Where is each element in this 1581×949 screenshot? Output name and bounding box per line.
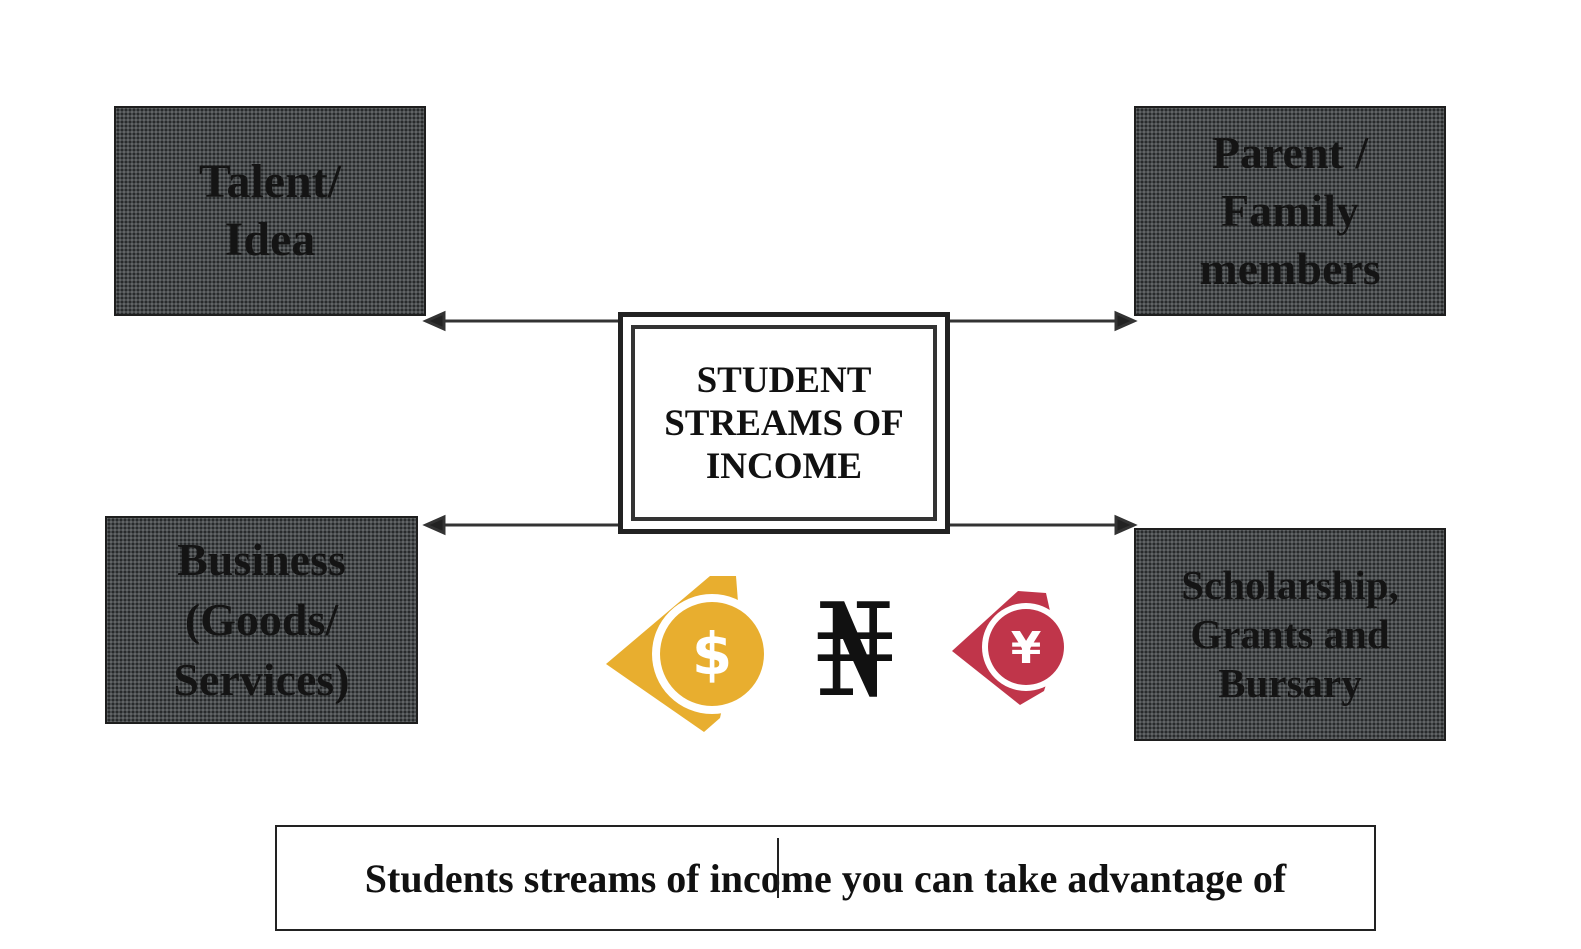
node-talent-idea: Talent/ Idea — [114, 106, 426, 316]
yen-glyph: ¥ — [1011, 623, 1042, 674]
node-scholarship: Scholarship, Grants and Bursary — [1134, 528, 1446, 741]
node-label-line: members — [1199, 243, 1381, 294]
dollar-glyph: $ — [692, 620, 732, 688]
node-label-line: Parent / — [1211, 127, 1369, 178]
node-label-line: Family — [1221, 185, 1359, 236]
dollar-coin-icon: $ — [606, 576, 770, 732]
caption-box: Students streams of income you can take … — [275, 825, 1376, 931]
node-label-line: (Goods/ — [184, 594, 339, 645]
center-label-line: STUDENT — [696, 359, 872, 401]
node-label-line: Talent/ — [198, 155, 342, 208]
text-cursor — [777, 838, 779, 898]
naira-glyph: ₦ — [814, 585, 895, 705]
node-student-streams-of-income: STUDENT STREAMS OF INCOME — [618, 312, 950, 534]
arrowhead-business — [422, 514, 446, 536]
naira-sign-icon: ₦ — [814, 585, 895, 705]
yen-coin-icon: ¥ — [952, 591, 1070, 705]
arrowhead-family — [1114, 310, 1138, 332]
center-label-line: INCOME — [705, 445, 863, 487]
node-business: Business (Goods/ Services) — [105, 516, 418, 724]
center-label-line: STREAMS OF — [664, 402, 904, 444]
node-label-line: Bursary — [1218, 660, 1362, 706]
node-label-line: Business — [177, 534, 346, 585]
node-label-line: Services) — [173, 654, 350, 705]
node-label-line: Idea — [224, 213, 316, 266]
node-label-line: Grants and — [1190, 611, 1390, 657]
caption-text: Students streams of income you can take … — [364, 855, 1287, 901]
node-parent-family: Parent / Family members — [1134, 106, 1446, 316]
node-label-line: Scholarship, — [1181, 562, 1399, 608]
arrowhead-scholarship — [1114, 514, 1138, 536]
center-box-inner-frame: STUDENT STREAMS OF INCOME — [631, 325, 937, 521]
arrowhead-talent — [422, 310, 446, 332]
